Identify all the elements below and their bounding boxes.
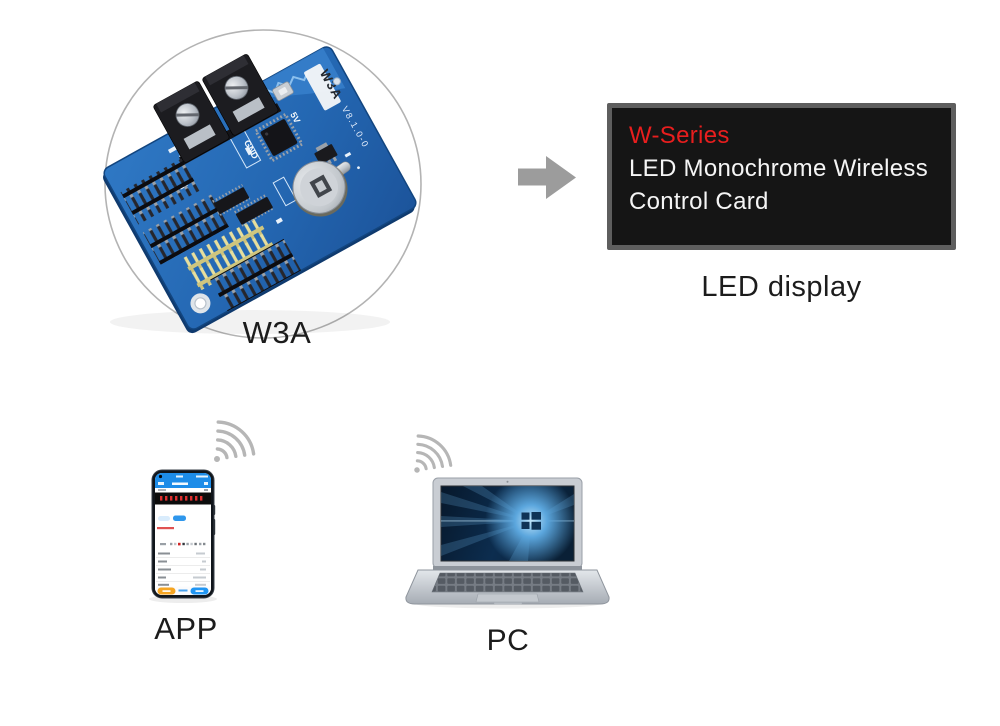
series-label: W-Series xyxy=(629,122,730,149)
terminal-block xyxy=(153,81,230,163)
led-display-caption: LED display xyxy=(701,271,862,303)
yellow-pin-header xyxy=(191,232,276,291)
app-caption: APP xyxy=(154,611,218,646)
pcb-board xyxy=(103,46,417,330)
controller-card-photo: GND 5V xyxy=(103,46,417,334)
smartphone-illustration xyxy=(149,469,217,603)
main-qfp-chip xyxy=(253,112,305,163)
board-ellipse-outline xyxy=(104,29,422,339)
battery-holder xyxy=(292,160,348,217)
phone-screen xyxy=(155,473,211,595)
5v-terminal-label: 5V xyxy=(288,110,302,124)
phone-camera-dot xyxy=(158,474,163,479)
board-caption: W3A xyxy=(242,315,312,350)
terminal-block xyxy=(202,54,279,136)
laptop-illustration xyxy=(405,477,610,609)
display-title-line2: Control Card xyxy=(629,188,769,215)
yellow-pin-header xyxy=(182,216,267,276)
pin-headers xyxy=(120,158,302,312)
voltage-regulator xyxy=(314,144,338,165)
display-title-line1: LED Monochrome Wireless xyxy=(629,155,928,182)
power-terminal-blocks: GND 5V xyxy=(153,54,302,166)
laptop-hinge xyxy=(433,566,582,570)
led-preview-strip xyxy=(155,492,211,505)
model-sticker xyxy=(304,63,341,111)
ic-chips xyxy=(212,112,351,227)
right-arrow-icon xyxy=(518,156,576,199)
laptop-touchpad xyxy=(475,593,540,603)
led-display-panel: W-Series LED Monochrome Wireless Control… xyxy=(607,103,956,250)
pc-caption: PC xyxy=(486,624,530,657)
push-button xyxy=(272,81,294,101)
settings-rows xyxy=(156,552,210,586)
laptop-keyboard xyxy=(431,572,584,593)
mounting-hole xyxy=(332,77,341,86)
app-wifi-icon xyxy=(195,413,262,479)
app-header-bar xyxy=(155,473,211,488)
windows-wallpaper xyxy=(441,486,574,561)
